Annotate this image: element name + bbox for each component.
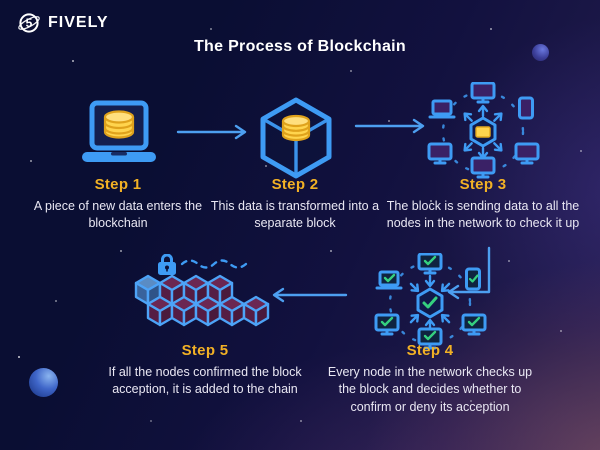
star (120, 250, 122, 252)
cube-coins-icon (260, 97, 332, 179)
monitor-checked-icon (417, 253, 443, 275)
star (508, 260, 510, 262)
step-2-description: This data is transformed into a separate… (210, 199, 380, 231)
page-title: The Process of Blockchain (193, 38, 406, 55)
step-2-label: Step 2 (271, 176, 319, 193)
arrow-step2-to-step3 (354, 118, 425, 134)
monitor-node-icon (470, 156, 496, 179)
step-1-description: A piece of new data enters the blockchai… (33, 199, 203, 231)
star (470, 400, 472, 402)
step-5-description: If all the nodes confirmed the block acc… (108, 365, 302, 397)
star (18, 356, 20, 358)
arrow-step1-to-step2 (176, 124, 247, 140)
step-4-description: Every node in the network checks up the … (327, 365, 533, 414)
star (300, 420, 302, 422)
blockchain-cubes-lock-icon (134, 254, 270, 327)
monitor-node-icon (514, 142, 540, 165)
star (388, 120, 390, 122)
star (72, 60, 74, 62)
star (150, 420, 152, 422)
laptop-checked-icon (375, 270, 403, 290)
dashed-link (180, 259, 248, 269)
network-broadcast-icon (427, 82, 540, 179)
star (350, 70, 352, 72)
step-4-label: Step 4 (406, 342, 454, 359)
monitor-node-icon (470, 82, 496, 104)
monitor-checked-icon (461, 313, 487, 336)
star (430, 200, 432, 202)
step-3-label: Step 3 (459, 176, 507, 193)
planet-decoration (29, 368, 58, 397)
arrow-step3-to-step4 (447, 246, 491, 300)
star (55, 300, 57, 302)
brand-name: FIVELY (48, 14, 109, 31)
monitor-checked-icon (374, 313, 400, 336)
star (30, 160, 32, 162)
star (330, 250, 332, 252)
lock-icon (158, 254, 176, 275)
phone-node-icon (518, 96, 534, 120)
star (265, 165, 267, 167)
star (560, 330, 562, 332)
laptop-node-icon (428, 99, 456, 119)
step-5-label: Step 5 (181, 342, 229, 359)
phone-checked-icon (465, 267, 481, 291)
star (580, 150, 582, 152)
laptop-coins-icon (82, 100, 156, 162)
step-1-label: Step 1 (94, 176, 142, 193)
small-planet-decoration (532, 44, 549, 61)
network-verify-icon (374, 253, 487, 350)
monitor-checked-icon (417, 327, 443, 350)
star (210, 28, 212, 30)
step-3-description: The block is sending data to all the nod… (386, 199, 580, 231)
star (490, 28, 492, 30)
svg-text:5: 5 (26, 16, 33, 30)
arrow-step4-to-step5 (272, 287, 348, 303)
brand-logo: 5 FIVELY (17, 11, 109, 35)
fively-5-swirl-icon: 5 (18, 13, 40, 33)
monitor-node-icon (427, 142, 453, 165)
